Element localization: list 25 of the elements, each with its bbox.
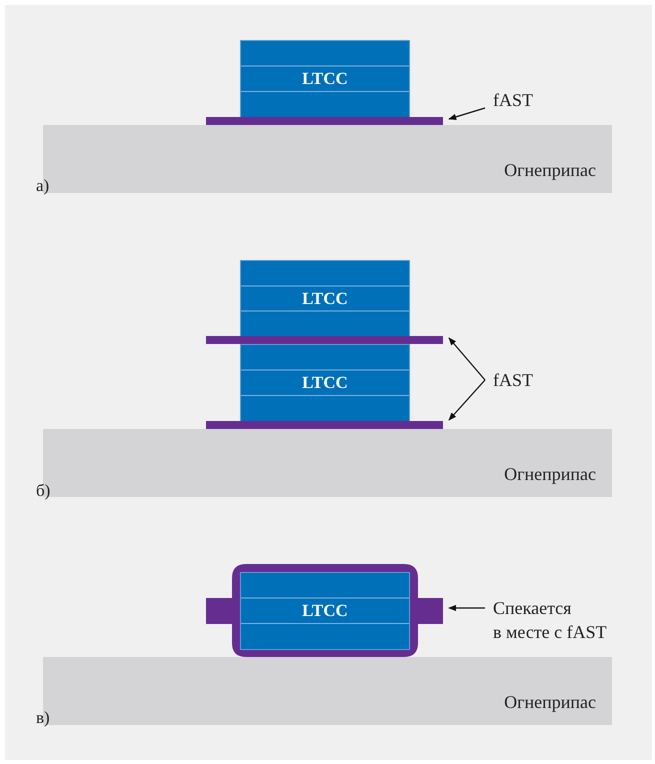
ltcc-stack: [240, 344, 410, 422]
ltcc-stack: [240, 40, 410, 118]
fast-layer-bar: [206, 336, 443, 344]
ltcc-label: LTCC: [302, 288, 348, 308]
ltcc-stack: [240, 260, 410, 337]
ltcc-stack: [240, 572, 410, 650]
panel-letter: в): [36, 708, 50, 728]
callout-label: fAST: [493, 88, 543, 112]
fast-encapsulation: [206, 564, 443, 657]
setter-label: Огнеприпас: [504, 691, 596, 713]
fast-layer-bar: [206, 117, 443, 125]
panel-letter: б): [36, 481, 50, 501]
callout-label: fAST: [493, 368, 543, 392]
ltcc-label: LTCC: [302, 373, 348, 393]
panel-letter: а): [36, 176, 50, 196]
arrow: [448, 604, 485, 612]
arrow: [448, 337, 486, 380]
setter-label: Огнеприпас: [504, 463, 596, 485]
callout-label: Спекается в месте с fAST: [493, 596, 633, 644]
ltcc-label: LTCC: [302, 69, 348, 89]
arrow: [448, 107, 486, 120]
arrow: [448, 380, 486, 421]
setter-label: Огнеприпас: [504, 159, 596, 181]
ltcc-label: LTCC: [302, 601, 348, 621]
fast-layer-bar: [206, 421, 443, 429]
